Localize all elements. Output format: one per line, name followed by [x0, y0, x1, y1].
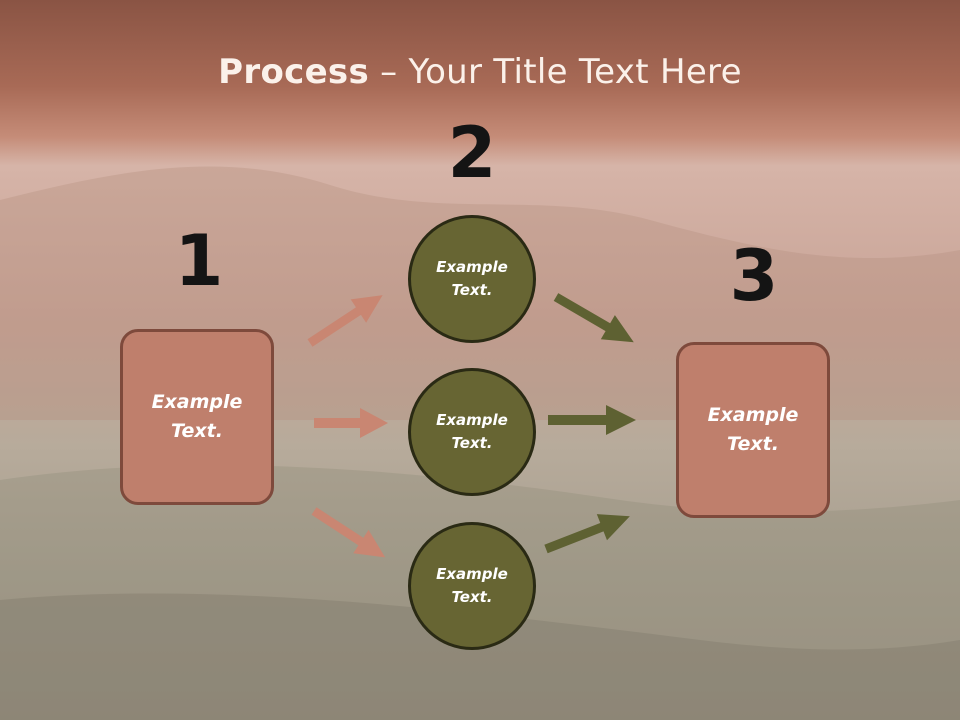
left-step-box-label: Example Text. — [151, 391, 243, 442]
step-number-3: 3 — [729, 235, 779, 317]
title-bold: Process — [218, 52, 370, 92]
middle-circle: Example Text. — [408, 368, 536, 496]
arrow-to-mid-circle — [314, 408, 388, 438]
arrow-from-top-circle — [553, 293, 634, 343]
arrow-to-top-circle — [307, 295, 383, 347]
step-number-1: 1 — [174, 220, 224, 302]
bottom-circle-label: Example Text. — [436, 565, 508, 606]
right-step-box-label: Example Text. — [707, 404, 799, 455]
arrow-from-bottom-circle — [544, 514, 630, 554]
middle-circle-label: Example Text. — [436, 411, 508, 452]
top-circle: Example Text. — [408, 215, 536, 343]
arrow-to-bottom-circle — [311, 507, 386, 558]
title-rest: – Your Title Text Here — [369, 52, 742, 92]
right-step-box: Example Text. — [676, 342, 830, 518]
top-circle-label: Example Text. — [436, 258, 508, 299]
step-number-2: 2 — [447, 112, 497, 194]
bottom-circle: Example Text. — [408, 522, 536, 650]
left-step-box: Example Text. — [120, 329, 274, 505]
slide-title: Process – Your Title Text Here — [0, 52, 960, 92]
arrow-from-mid-circle — [548, 405, 636, 435]
